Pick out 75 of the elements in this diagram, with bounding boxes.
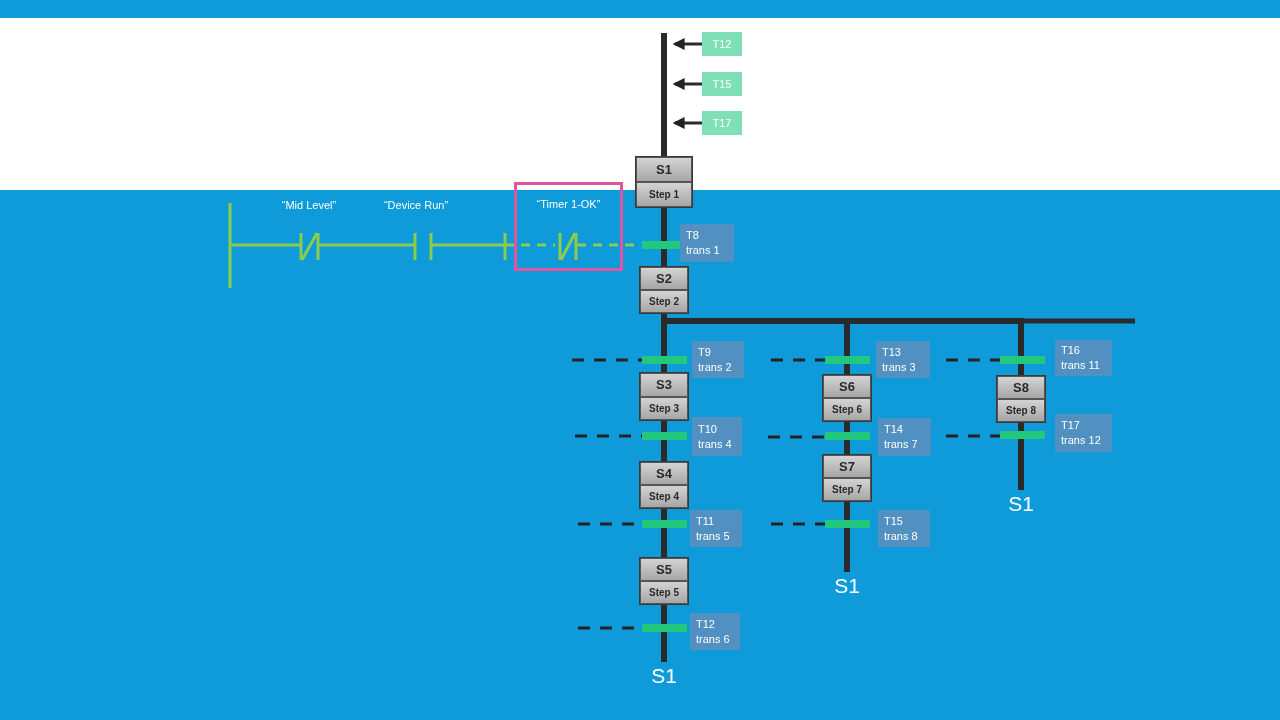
transition-tag: T17	[702, 111, 742, 135]
transition-id: T12	[696, 616, 716, 632]
step-name: Step 6	[823, 398, 871, 421]
step-reference: S1	[647, 662, 681, 690]
step-name: Step 3	[640, 396, 688, 420]
step-reference: S1	[830, 572, 864, 600]
step-id: S6	[823, 375, 871, 398]
step-box	[639, 372, 689, 421]
transition-name: trans 1	[686, 243, 721, 258]
transition-name: trans 8	[884, 528, 919, 544]
contact-label: “Device Run”	[383, 199, 449, 211]
step-id: S8	[997, 376, 1045, 399]
transition-label-box	[1055, 340, 1112, 376]
transition-label-box	[680, 224, 734, 262]
transition-name: trans 5	[696, 528, 731, 544]
transition-name: trans 2	[698, 359, 733, 375]
step-name: Step 2	[640, 290, 688, 313]
step-id: S3	[640, 373, 688, 397]
transition-id: T11	[696, 513, 716, 529]
step-id: S5	[640, 558, 688, 581]
flow-line	[661, 509, 667, 557]
step-id: S4	[640, 462, 688, 485]
transition-label-box	[690, 510, 742, 547]
flow-line	[661, 605, 667, 662]
step-reference: S1	[1004, 490, 1038, 518]
transition-name: trans 6	[696, 631, 731, 647]
transition-id: T14	[884, 422, 904, 437]
step-name: Step 5	[640, 581, 688, 604]
step-box	[639, 461, 689, 509]
step-box	[639, 266, 689, 314]
arrow	[672, 78, 702, 90]
transition-label-box	[878, 418, 931, 456]
transition-label-box	[692, 341, 744, 378]
step-box	[822, 454, 872, 502]
arrow	[672, 38, 702, 50]
flow-line	[661, 314, 1024, 375]
highlight-frame	[514, 182, 623, 271]
step-id: S2	[640, 267, 688, 290]
flow-line	[844, 422, 850, 454]
arrow	[672, 117, 702, 129]
step-id: S1	[636, 157, 692, 182]
transition-id: T8	[686, 228, 700, 243]
transition-tag: T15	[702, 72, 742, 96]
transition-label-box	[876, 341, 930, 378]
flow-line	[661, 421, 667, 461]
step-name: Step 4	[640, 485, 688, 508]
transition-id: T17	[1061, 418, 1081, 433]
step-box	[996, 375, 1046, 423]
step-id: S7	[823, 455, 871, 478]
transition-id: T10	[698, 421, 718, 437]
step-name: Step 7	[823, 478, 871, 501]
step-box	[639, 557, 689, 605]
transition-label-box	[1055, 414, 1112, 452]
flow-line	[661, 208, 667, 266]
flow-line	[1018, 423, 1024, 490]
contact-label: “Timer 1-OK”	[535, 198, 602, 210]
transition-id: T16	[1061, 343, 1081, 358]
step-box	[635, 156, 693, 208]
transition-name: trans 12	[1061, 433, 1102, 448]
flow-line	[844, 502, 850, 572]
step-name: Step 8	[997, 399, 1045, 422]
transition-name: trans 11	[1061, 358, 1101, 373]
transition-label-box	[690, 613, 740, 650]
transition-name: trans 4	[698, 436, 733, 452]
transition-name: trans 7	[884, 437, 919, 452]
transition-id: T13	[882, 344, 902, 360]
transition-name: trans 3	[882, 359, 917, 375]
transition-id: T9	[698, 344, 712, 360]
step-box	[822, 374, 872, 422]
transition-tag: T12	[702, 32, 742, 56]
step-name: Step 1	[636, 182, 692, 207]
contact-label: “Mid Level”	[281, 199, 337, 211]
transition-label-box	[692, 417, 742, 456]
transition-id: T15	[884, 513, 904, 529]
transition-label-box	[878, 510, 930, 547]
